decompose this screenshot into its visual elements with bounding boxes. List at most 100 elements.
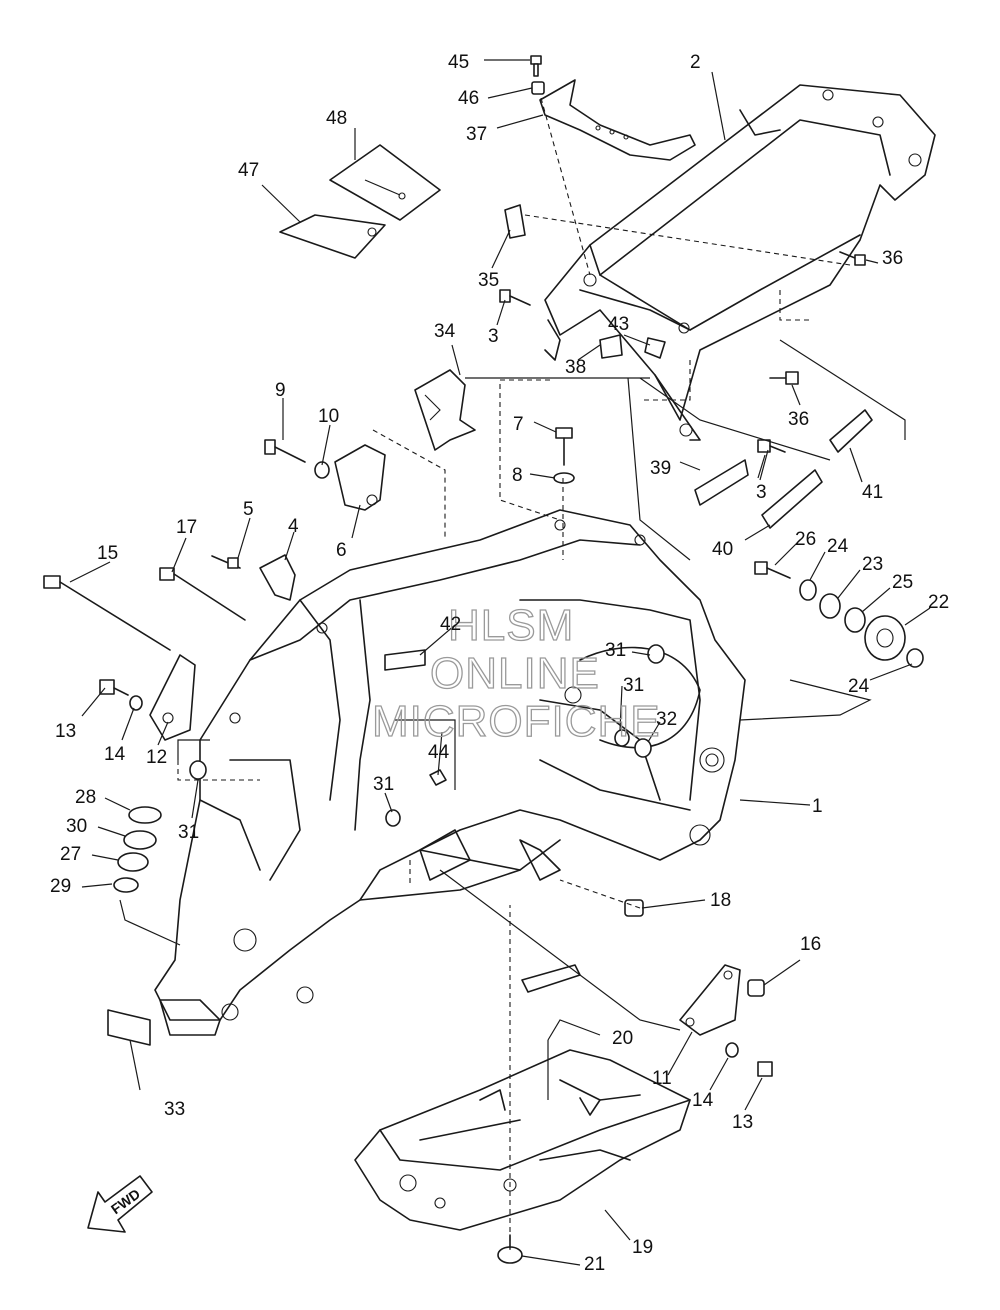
bolt-part-9 [264, 439, 306, 463]
cap-part-44 [429, 769, 447, 786]
bolt-part-26 [754, 561, 791, 579]
callout-31-right-a: 31 [605, 640, 626, 661]
cushion-stack-27-30 [113, 806, 162, 893]
watermark-line-2: ONLINE [430, 649, 600, 698]
washer-part-8 [553, 472, 575, 484]
forward-direction-arrow: FWD [87, 1175, 153, 1233]
callout-3-lower: 3 [756, 482, 767, 503]
callout-40: 40 [712, 539, 733, 560]
callout-11: 11 [652, 1068, 672, 1089]
pad-part-42 [384, 649, 426, 671]
callout-24-lower: 24 [848, 676, 870, 697]
callout-labels: 1 2 3 3 4 5 6 7 8 9 10 11 12 13 13 14 14… [50, 52, 949, 1275]
callout-31-right-b: 31 [623, 675, 644, 696]
callout-47: 47 [238, 160, 259, 181]
callout-13-left: 13 [55, 721, 76, 742]
roller-part-22 [864, 615, 906, 661]
callout-24-upper: 24 [827, 536, 849, 557]
callout-21: 21 [584, 1254, 605, 1275]
assembly-lines [119, 339, 906, 1100]
bolt-part-3-upper [499, 289, 531, 306]
plate-part-47 [279, 214, 386, 259]
callout-28: 28 [75, 787, 96, 808]
nut-part-16 [747, 979, 765, 997]
callout-31-left: 31 [178, 822, 199, 843]
bolt-part-36-lower [769, 371, 799, 385]
callout-22: 22 [928, 592, 949, 613]
plate-part-48 [329, 144, 441, 221]
callout-37: 37 [466, 124, 487, 145]
callout-19: 19 [632, 1237, 653, 1258]
nut-part-18 [624, 899, 644, 917]
callout-23: 23 [862, 554, 883, 575]
pin-part-5 [211, 555, 241, 569]
callout-38: 38 [565, 357, 586, 378]
mount-plate-part-12 [149, 654, 196, 741]
callout-4: 4 [288, 516, 299, 537]
bearing-part-23 [819, 593, 841, 619]
callout-42: 42 [440, 614, 461, 635]
clip-part-43 [644, 337, 666, 359]
collar-part-32 [634, 738, 652, 758]
callout-29: 29 [50, 876, 71, 897]
rear-subframe [544, 84, 936, 441]
main-frame [154, 509, 746, 1036]
callout-16: 16 [800, 934, 821, 955]
callout-6: 6 [336, 540, 347, 561]
callout-25: 25 [892, 572, 913, 593]
callout-48: 48 [326, 108, 347, 129]
callout-10: 10 [318, 406, 339, 427]
callout-36-upper: 36 [882, 248, 903, 269]
callout-18: 18 [710, 890, 731, 911]
leader-lines [69, 59, 931, 1266]
watermark-line-3: MICROFICHE [372, 697, 661, 746]
assembly-dash-lines [177, 97, 851, 1250]
callout-30: 30 [66, 816, 87, 837]
callout-34: 34 [434, 321, 456, 342]
callout-12: 12 [146, 747, 167, 768]
callout-14-right: 14 [692, 1090, 714, 1111]
pad-part-41 [829, 409, 873, 453]
callout-7: 7 [513, 414, 524, 435]
washer-part-14-left [129, 695, 143, 711]
bushing-part-31-left [189, 760, 207, 780]
bolt-part-45 [530, 55, 542, 77]
skid-plate [354, 1049, 691, 1231]
callout-32: 32 [656, 709, 677, 730]
washer-part-14-right [725, 1042, 739, 1058]
bolt-part-36-upper [839, 251, 866, 266]
bracket-part-4 [259, 554, 296, 601]
callout-20: 20 [612, 1028, 633, 1049]
washer-part-24-lower [906, 648, 924, 668]
callout-1: 1 [812, 796, 823, 817]
pad-part-38 [599, 334, 623, 359]
callout-17: 17 [176, 517, 197, 538]
watermark-line-1: HLSM [448, 601, 574, 650]
callout-36-lower: 36 [788, 409, 809, 430]
bushing-part-31-lower [385, 809, 401, 827]
bolt-part-13-left [99, 679, 129, 696]
callout-3-upper: 3 [488, 326, 499, 347]
bolt-part-13-right [757, 1061, 773, 1077]
callout-15: 15 [97, 543, 118, 564]
collar-part-46 [531, 81, 545, 95]
callout-14-left: 14 [104, 744, 126, 765]
bolt-part-7 [555, 427, 573, 466]
callout-43: 43 [608, 314, 629, 335]
callout-45: 45 [448, 52, 469, 73]
callout-46: 46 [458, 88, 479, 109]
long-bolt-part-17 [159, 567, 246, 621]
pad-part-33 [107, 1009, 151, 1046]
callout-27: 27 [60, 844, 81, 865]
bracket-part-11 [679, 964, 741, 1036]
long-bolt-part-15 [43, 575, 171, 651]
callout-5: 5 [243, 499, 254, 520]
callout-44: 44 [428, 742, 450, 763]
callout-13-right: 13 [732, 1112, 753, 1133]
clip-part-35 [504, 204, 526, 239]
callout-26: 26 [795, 529, 816, 550]
bracket-part-34 [414, 369, 476, 451]
callout-2: 2 [690, 52, 701, 73]
watermark: HLSM ONLINE MICROFICHE [371, 600, 661, 746]
